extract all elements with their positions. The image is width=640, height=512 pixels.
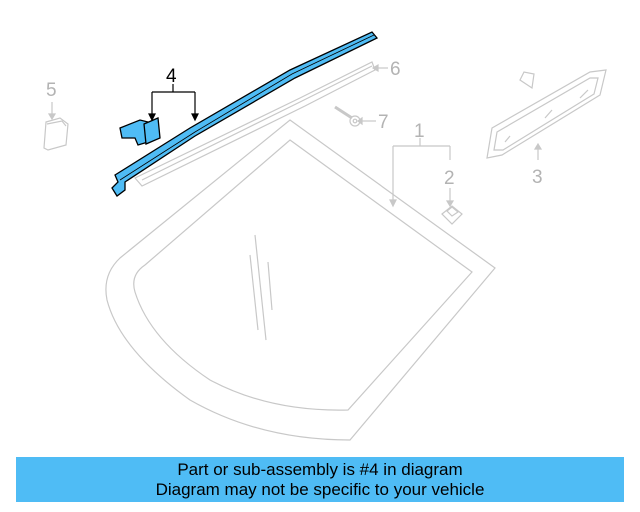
clip-part-2[interactable] — [441, 188, 463, 225]
banner-line-disclaimer: Diagram may not be specific to your vehi… — [155, 480, 485, 499]
bracket-cover-part-5[interactable] — [43, 102, 69, 151]
callout-6: 6 — [390, 59, 401, 80]
callout-5: 5 — [46, 80, 57, 101]
windshield-glass[interactable] — [105, 119, 496, 441]
stud-part-7[interactable] — [334, 105, 376, 127]
banner-line-part-number: Part or sub-assembly is #4 in diagram — [177, 460, 463, 479]
callout-4-leader — [148, 84, 199, 122]
upper-seal-part-6[interactable] — [134, 61, 376, 187]
molding-part-4[interactable] — [111, 31, 379, 197]
callout-7: 7 — [378, 112, 389, 133]
callout-6-leader — [371, 63, 388, 73]
rear-view-mirror-part-3[interactable] — [486, 69, 607, 160]
callout-1-leader — [389, 138, 451, 208]
callout-3: 3 — [532, 167, 543, 188]
info-banner: Part or sub-assembly is #4 in diagram Di… — [16, 457, 624, 502]
callout-2: 2 — [444, 168, 455, 189]
callout-1: 1 — [414, 121, 425, 142]
callout-4: 4 — [166, 66, 177, 87]
